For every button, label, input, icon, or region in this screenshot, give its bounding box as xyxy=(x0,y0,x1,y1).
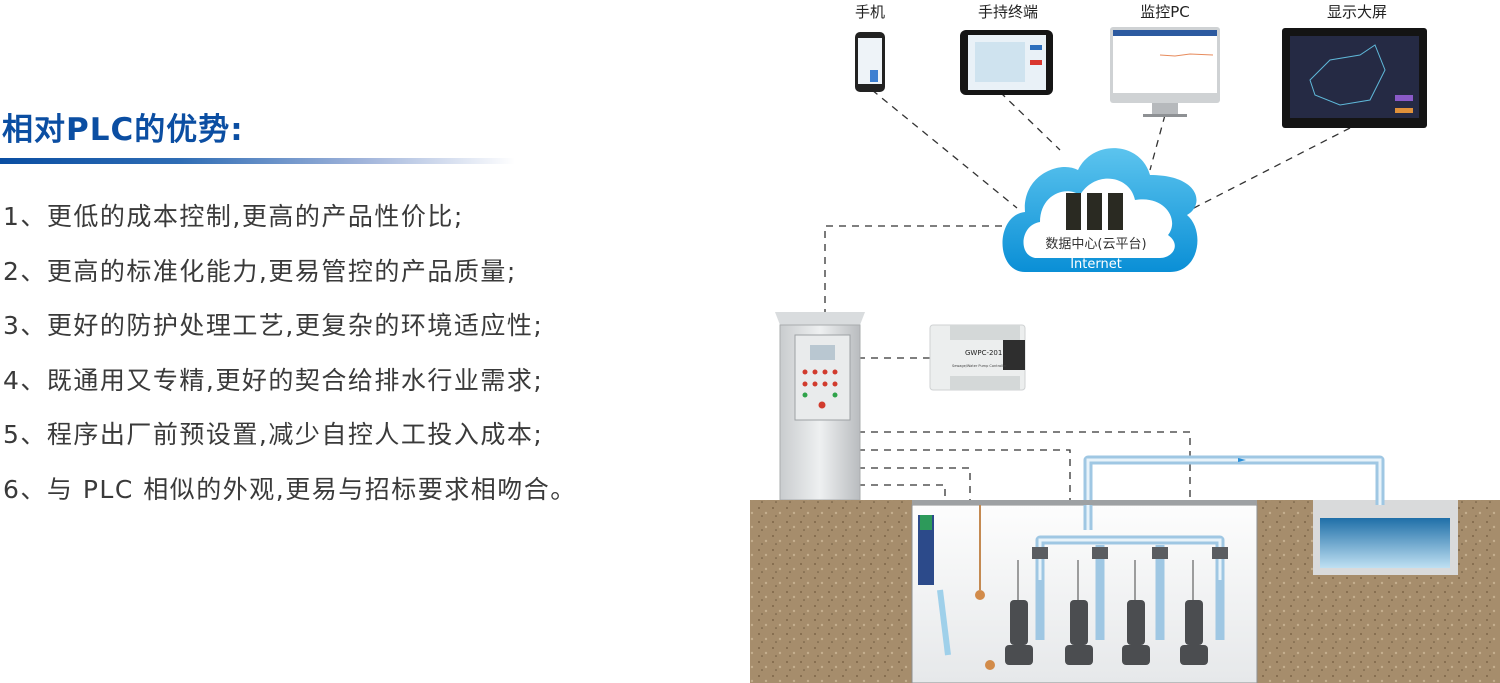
pump-cables xyxy=(1017,560,1194,600)
cloud-label: 数据中心(云平台) xyxy=(1045,237,1146,252)
float-switch xyxy=(985,660,995,670)
server-icon xyxy=(1108,193,1123,230)
server-icon xyxy=(1066,193,1081,230)
list-item: 6、与 PLC 相似的外观,更易与招标要求相吻合。 xyxy=(3,474,577,504)
big-screen-device: 显示大屏 xyxy=(1282,3,1427,128)
pipe-highlights xyxy=(1038,458,1382,580)
phone-device: 手机 xyxy=(855,3,885,92)
internet-label: Internet xyxy=(1070,257,1122,272)
monitor-pc-device: 监控PC xyxy=(1110,3,1220,117)
list-item: 1、更低的成本控制,更高的产品性价比; xyxy=(3,202,464,231)
list-item: 3、更好的防护处理工艺,更复杂的环境适应性; xyxy=(3,311,544,340)
list-item: 5、程序出厂前预设置,减少自控人工投入成本; xyxy=(3,420,544,449)
title-underline xyxy=(0,158,515,164)
controller-model: GWPC-201 xyxy=(965,349,1002,357)
cloud-data-center: 数据中心(云平台) Internet xyxy=(1002,148,1198,272)
page-title: 相对PLC的优势: xyxy=(2,112,244,148)
handheld-device: 手持终端 xyxy=(960,3,1053,95)
big-screen-label: 显示大屏 xyxy=(1327,3,1387,21)
level-meter xyxy=(918,515,934,585)
server-icon xyxy=(1087,193,1102,230)
pumps xyxy=(1005,600,1208,665)
control-cabinet xyxy=(775,312,865,501)
gwpc-controller: GWPC-201 Sewage/Water Pump Controller xyxy=(929,324,1026,391)
water xyxy=(1320,518,1450,568)
list-item: 2、更高的标准化能力,更易管控的产品质量; xyxy=(3,256,517,286)
monitor-pc-label: 监控PC xyxy=(1140,3,1190,21)
float-switch xyxy=(975,590,985,600)
controller-subtitle: Sewage/Water Pump Controller xyxy=(952,364,1007,368)
advantages-list: 1、更低的成本控制,更高的产品性价比; 2、更高的标准化能力,更易管控的产品质量… xyxy=(3,196,577,523)
flow-arrow-icon xyxy=(1238,458,1246,462)
list-item: 4、既通用又专精,更好的契合给排水行业需求; xyxy=(3,365,544,395)
phone-label: 手机 xyxy=(855,3,885,21)
valves xyxy=(1032,547,1228,559)
handheld-label: 手持终端 xyxy=(978,3,1038,21)
